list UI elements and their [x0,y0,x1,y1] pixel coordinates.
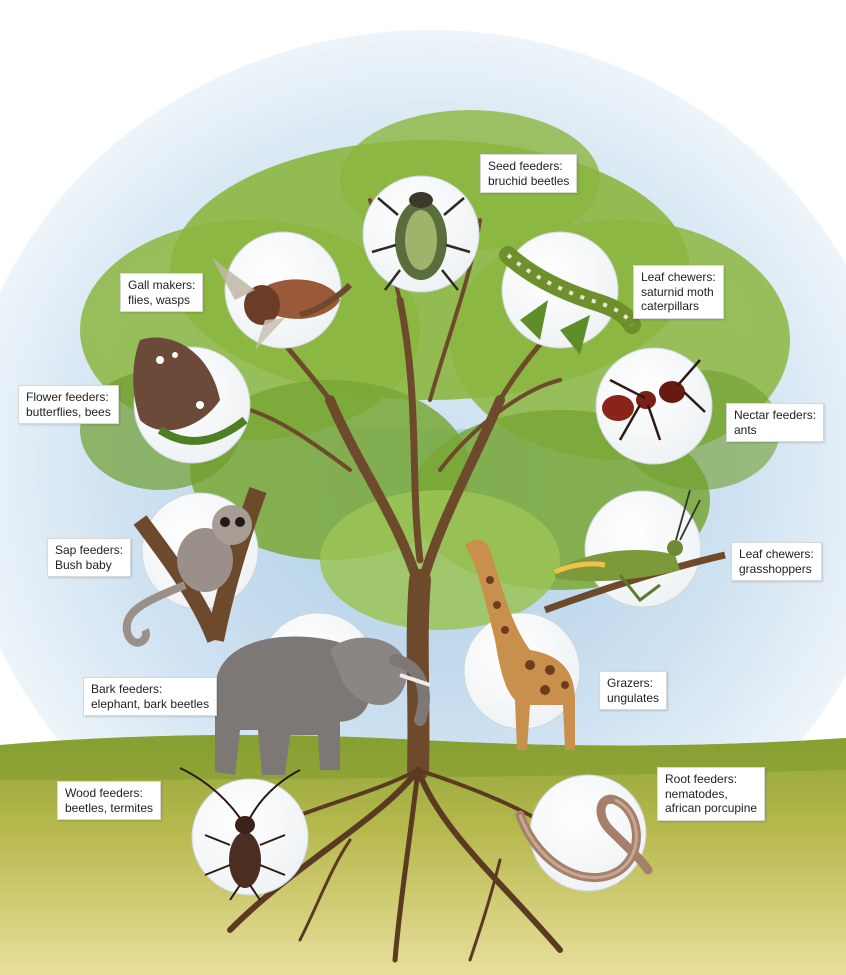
label-detail: butterflies, bees [26,404,111,419]
label-leaf-chewers-grasshoppers: Leaf chewers: grasshoppers [731,542,822,581]
label-leaf-chewers-caterpillars: Leaf chewers: saturnid moth caterpillars [633,265,724,319]
label-detail: beetles, termites [65,800,154,815]
label-flower-feeders: Flower feeders: butterflies, bees [18,385,119,424]
label-detail-2: caterpillars [641,299,700,313]
giraffe-icon [463,539,581,750]
label-detail: bruchid beetles [488,173,570,188]
label-detail: Bush baby [55,557,112,572]
label-title: Nectar feeders: [734,408,817,422]
label-seed-feeders: Seed feeders: bruchid beetles [480,154,578,193]
label-detail: grasshoppers [739,561,812,576]
label-title: Wood feeders: [65,786,143,800]
label-title: Gall makers: [128,278,196,292]
label-bark-feeders: Bark feeders: elephant, bark beetles [83,677,218,716]
label-sap-feeders: Sap feeders: Bush baby [47,538,132,577]
label-root-feeders: Root feeders: nematodes, african porcupi… [657,767,766,821]
label-title: Grazers: [607,676,654,690]
label-title: Flower feeders: [26,390,109,404]
label-wood-feeders: Wood feeders: beetles, termites [57,781,162,820]
label-title: Leaf chewers: [641,270,716,284]
worm-icon [515,774,653,892]
label-detail-2: african porcupine [665,801,758,815]
label-title: Sap feeders: [55,543,124,557]
label-title: Bark feeders: [91,682,163,696]
ant-icon [595,347,713,465]
label-detail: nematodes, [665,786,728,801]
fly-icon [212,231,353,350]
label-grazers: Grazers: ungulates [599,671,668,710]
label-detail: elephant, bark beetles [91,696,210,711]
bushbaby-icon [122,486,267,647]
caterpillar-icon [499,231,641,355]
label-detail: flies, wasps [128,292,191,307]
label-title: Root feeders: [665,772,738,786]
label-gall-makers: Gall makers: flies, wasps [120,273,204,312]
label-detail: ungulates [607,690,660,705]
butterfly-icon [133,337,251,464]
label-title: Leaf chewers: [739,547,814,561]
label-detail: saturnid moth [641,284,714,299]
label-detail: ants [734,422,757,437]
elephant-icon [215,612,431,775]
longhorn-beetle-icon [179,767,309,901]
grasshopper-icon [543,489,726,614]
label-nectar-feeders: Nectar feeders: ants [726,403,825,442]
beetle-icon [362,175,480,293]
label-title: Seed feeders: [488,159,563,173]
